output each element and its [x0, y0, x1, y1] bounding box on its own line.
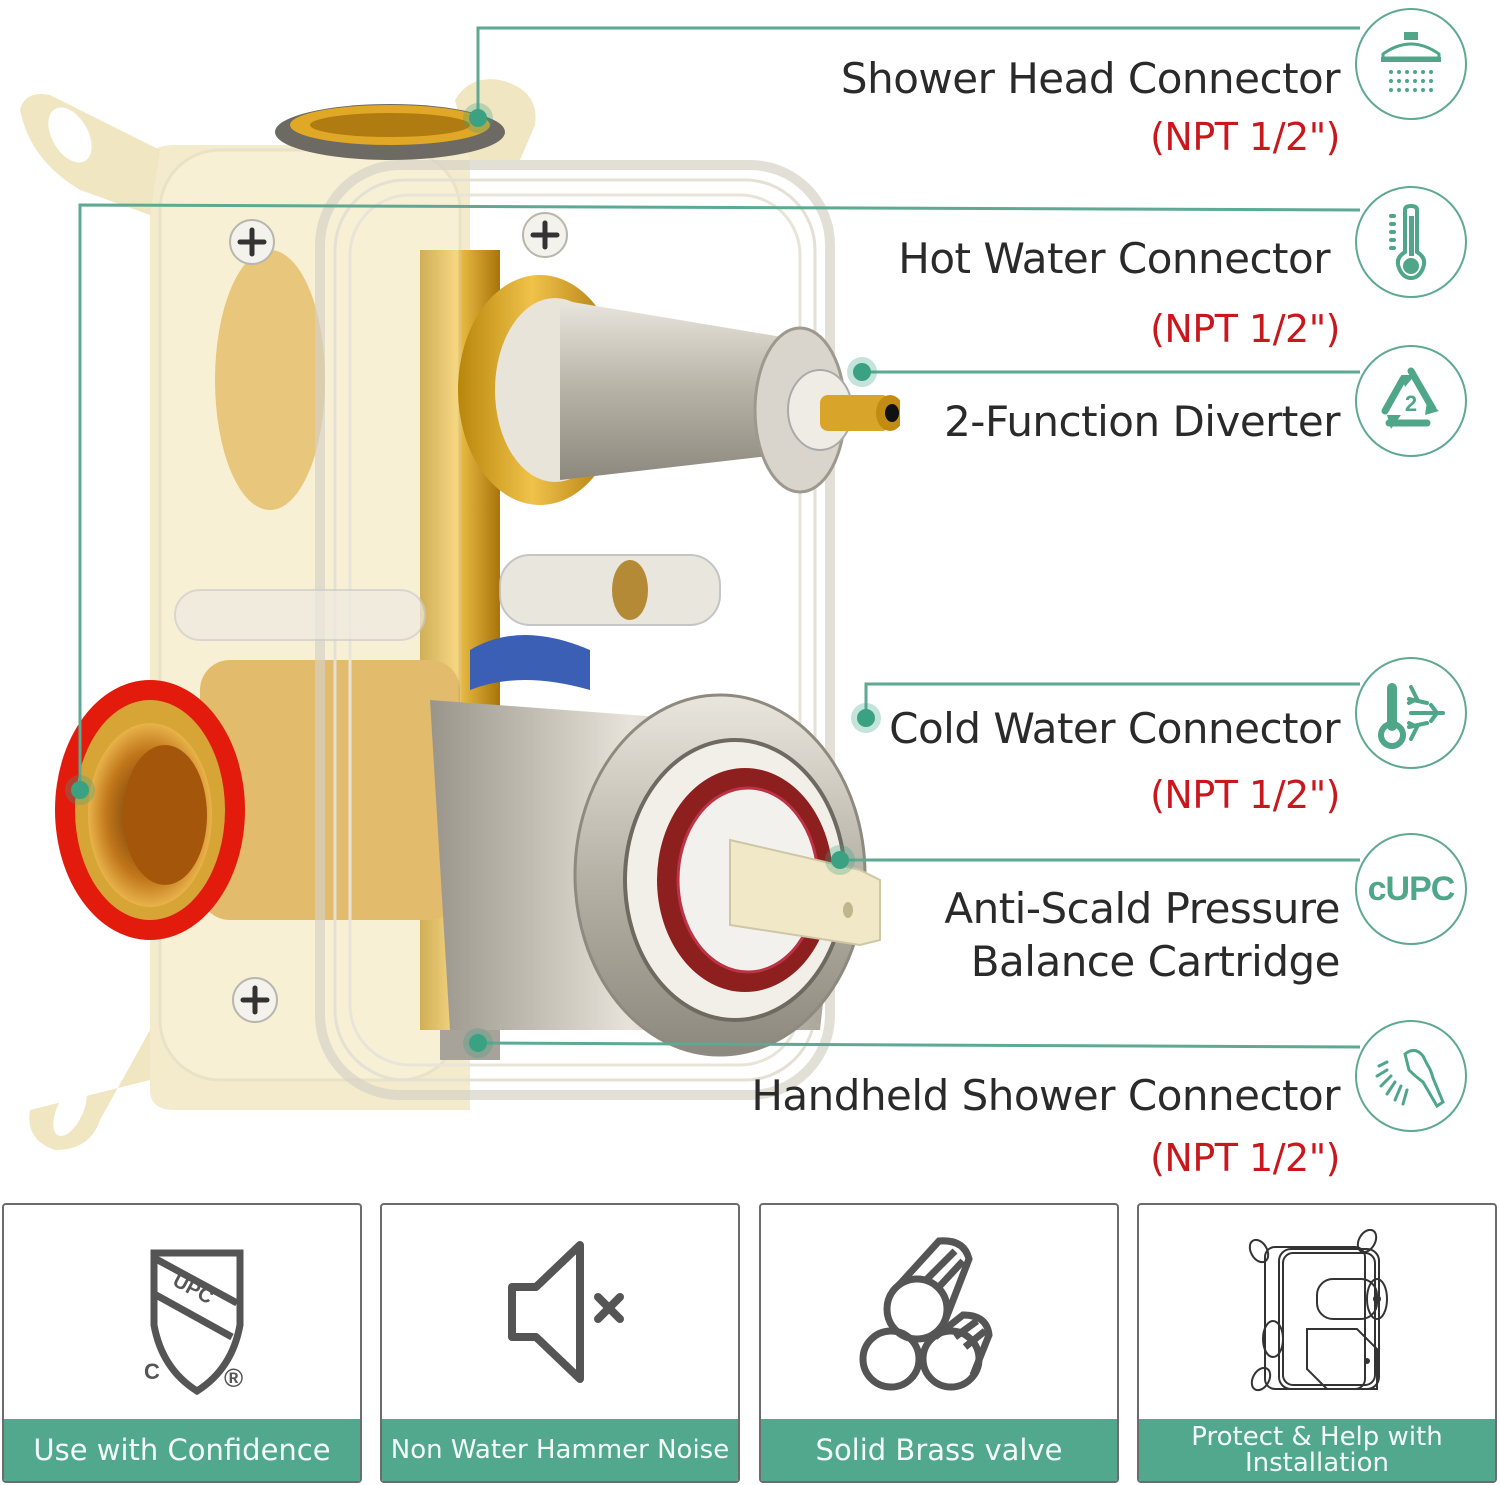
svg-text:®: ® [224, 1363, 243, 1393]
recycle-2-icon: 2 [1355, 345, 1467, 457]
feature-card-non-water-hammer: Non Water Hammer Noise [380, 1203, 740, 1483]
callout-name: 2-Function Diverter [944, 397, 1340, 446]
thermometer-cold-snowflake-icon [1355, 657, 1467, 769]
callout-name: Shower Head Connector [840, 54, 1341, 103]
feature-card-protect-installation: Protect & Help with Installation [1137, 1203, 1497, 1483]
callout-shower-head-connector: Shower Head Connector (NPT 1/2") [840, 54, 1341, 160]
speaker-mute-icon [382, 1205, 738, 1423]
valve-box-outline-icon [1139, 1205, 1495, 1423]
callout-handheld-shower-connector: Handheld Shower Connector (NPT 1/2") [751, 1072, 1340, 1180]
callout-anti-scald-cartridge: Anti-Scald Pressure Balance Cartridge [944, 885, 1340, 985]
upc-shield-icon: UPC C ® [4, 1205, 360, 1423]
feature-caption: Non Water Hammer Noise [382, 1419, 738, 1481]
callout-spec: (NPT 1/2") [1150, 773, 1340, 818]
thermometer-hot-icon [1355, 186, 1467, 298]
callout-name: Cold Water Connector [889, 704, 1340, 753]
feature-card-upc: UPC C ® Use with Confidence [2, 1203, 362, 1483]
svg-text:2: 2 [1405, 391, 1417, 416]
callout-hot-water-connector: Hot Water Connector (NPT 1/2") [898, 235, 1340, 351]
callout-cold-water-connector: Cold Water Connector (NPT 1/2") [889, 705, 1340, 817]
callout-spec: (NPT 1/2") [1150, 115, 1340, 160]
callout-2-function-diverter: 2-Function Diverter [944, 398, 1340, 445]
brass-pipes-icon [761, 1205, 1117, 1423]
callout-name-line2: Balance Cartridge [970, 937, 1341, 987]
shower-head-icon [1355, 8, 1467, 120]
feature-caption: Protect & Help with Installation [1139, 1419, 1495, 1481]
callout-spec: (NPT 1/2") [1150, 307, 1340, 352]
product-image-rough-in-valve [0, 0, 900, 1180]
callout-name: Handheld Shower Connector [751, 1071, 1340, 1120]
feature-caption: Solid Brass valve [761, 1419, 1117, 1481]
cupc-icon: cUPC [1355, 833, 1467, 945]
handheld-shower-icon [1355, 1020, 1467, 1132]
feature-card-solid-brass: Solid Brass valve [759, 1203, 1119, 1483]
feature-caption: Use with Confidence [4, 1419, 360, 1481]
svg-text:C: C [144, 1359, 160, 1384]
feature-cards: UPC C ® Use with Confidence Non Water Ha… [0, 1203, 1500, 1485]
callout-name-line1: Anti-Scald Pressure [944, 884, 1340, 933]
callout-name: Hot Water Connector [898, 234, 1330, 283]
callout-spec: (NPT 1/2") [1150, 1136, 1340, 1181]
